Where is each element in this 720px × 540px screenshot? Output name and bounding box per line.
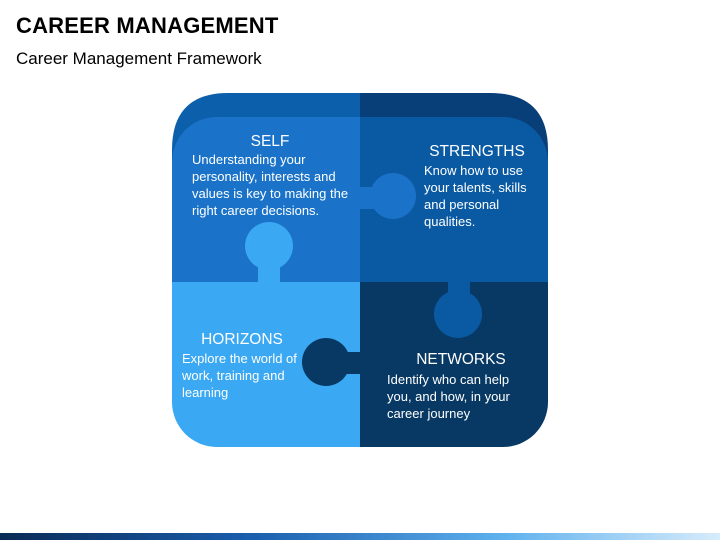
networks-to-horizons-knob: [302, 338, 363, 386]
self-description: Understanding your personality, interest…: [192, 152, 349, 218]
strengths-to-networks-knob: [434, 278, 482, 338]
horizons-title: HORIZONS: [201, 331, 283, 348]
self-title: SELF: [250, 133, 290, 150]
strengths-description: Know how to use your talents, skills and…: [424, 163, 527, 229]
self-to-strengths-knob: [355, 173, 416, 219]
footer-gradient-bar: [0, 533, 720, 540]
networks-title: NETWORKS: [416, 351, 506, 368]
self-text-block: SELF: [192, 132, 348, 154]
horizons-text-block: HORIZONS: [181, 330, 303, 352]
networks-description: Identify who can help you, and how, in y…: [387, 372, 510, 421]
page-title: CAREER MANAGEMENT: [16, 13, 279, 38]
strengths-title: STRENGTHS: [429, 143, 525, 160]
horizons-description: Explore the world of work, training and …: [182, 351, 297, 400]
page-subtitle: Career Management Framework: [16, 49, 262, 68]
networks-text-block: NETWORKS: [392, 350, 530, 372]
strengths-text-block: STRENGTHS: [420, 142, 534, 164]
horizons-to-self-knob: [245, 222, 293, 285]
